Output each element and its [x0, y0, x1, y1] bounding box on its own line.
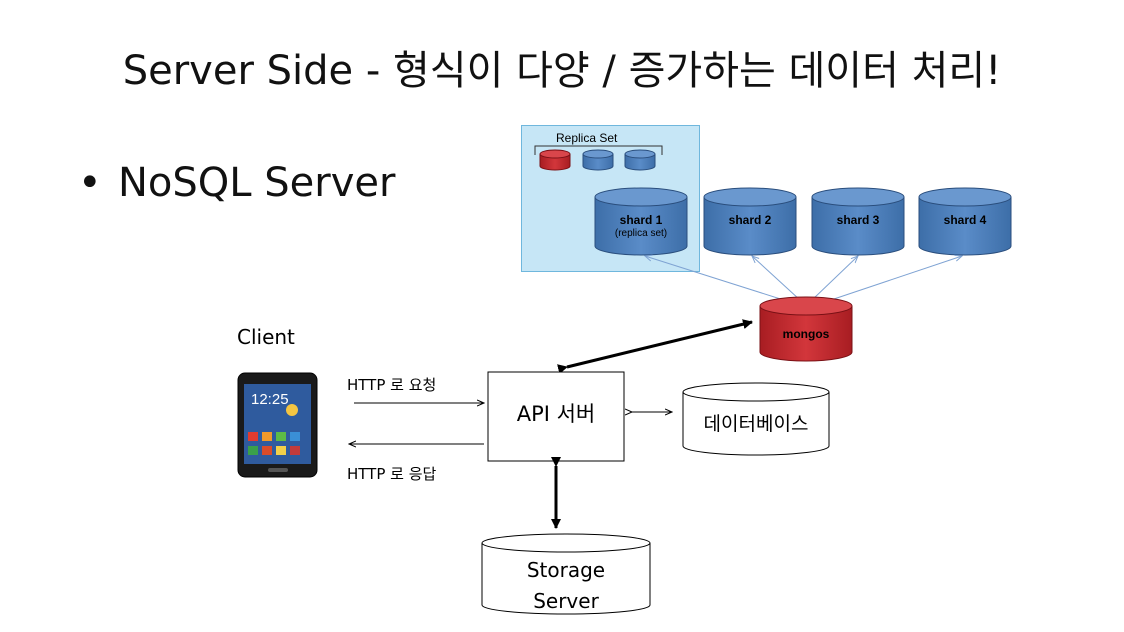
- request-label: HTTP 로 요청: [347, 376, 436, 394]
- storage-label-line2: Server: [533, 589, 599, 613]
- api-server-box: [487, 371, 625, 462]
- phone-icon: 12:25: [237, 372, 318, 478]
- shard-sublabel: (replica set): [615, 228, 667, 239]
- database-cylinder: 데이터베이스: [682, 382, 830, 456]
- shard-label: shard 1: [620, 213, 663, 227]
- client-label: Client: [237, 325, 295, 349]
- shard-cylinder: shard 4: [918, 187, 1012, 256]
- shard-label: shard 4: [944, 213, 987, 227]
- replica-set-group: Replica Set: [534, 131, 663, 171]
- replica-primary-cylinder: [539, 149, 571, 171]
- response-label: HTTP 로 응답: [347, 465, 437, 483]
- phone-clock: 12:25: [251, 391, 289, 408]
- api-server-label: API 서버: [517, 402, 596, 426]
- mongos-label: mongos: [783, 327, 830, 341]
- bullet-marker: •: [78, 160, 102, 206]
- router-shard-links: [645, 256, 962, 303]
- shard-label: shard 3: [837, 213, 880, 227]
- replica-bracket: [534, 145, 663, 155]
- storage-label-line1: Storage: [527, 558, 605, 582]
- replica-secondary-cylinder: [624, 149, 656, 171]
- bullet-item: • NoSQL Server: [78, 160, 395, 206]
- shard-cylinder: shard 2: [703, 187, 797, 256]
- database-label: 데이터베이스: [704, 413, 809, 435]
- api-mongos-link: [557, 319, 753, 374]
- replica-secondary-cylinder: [582, 149, 614, 171]
- replica-set-label: Replica Set: [556, 131, 618, 145]
- shard-cylinder: shard 1 (replica set): [594, 187, 688, 256]
- bullet-text: NoSQL Server: [118, 160, 396, 206]
- slide-title: Server Side - 형식이 다양 / 증가하는 데이터 처리!: [122, 48, 1002, 94]
- storage-server-cylinder: Storage Server: [481, 533, 651, 615]
- mongos-router-cylinder: mongos: [759, 296, 853, 362]
- shard-label: shard 2: [729, 213, 772, 227]
- shard-cylinder: shard 3: [811, 187, 905, 256]
